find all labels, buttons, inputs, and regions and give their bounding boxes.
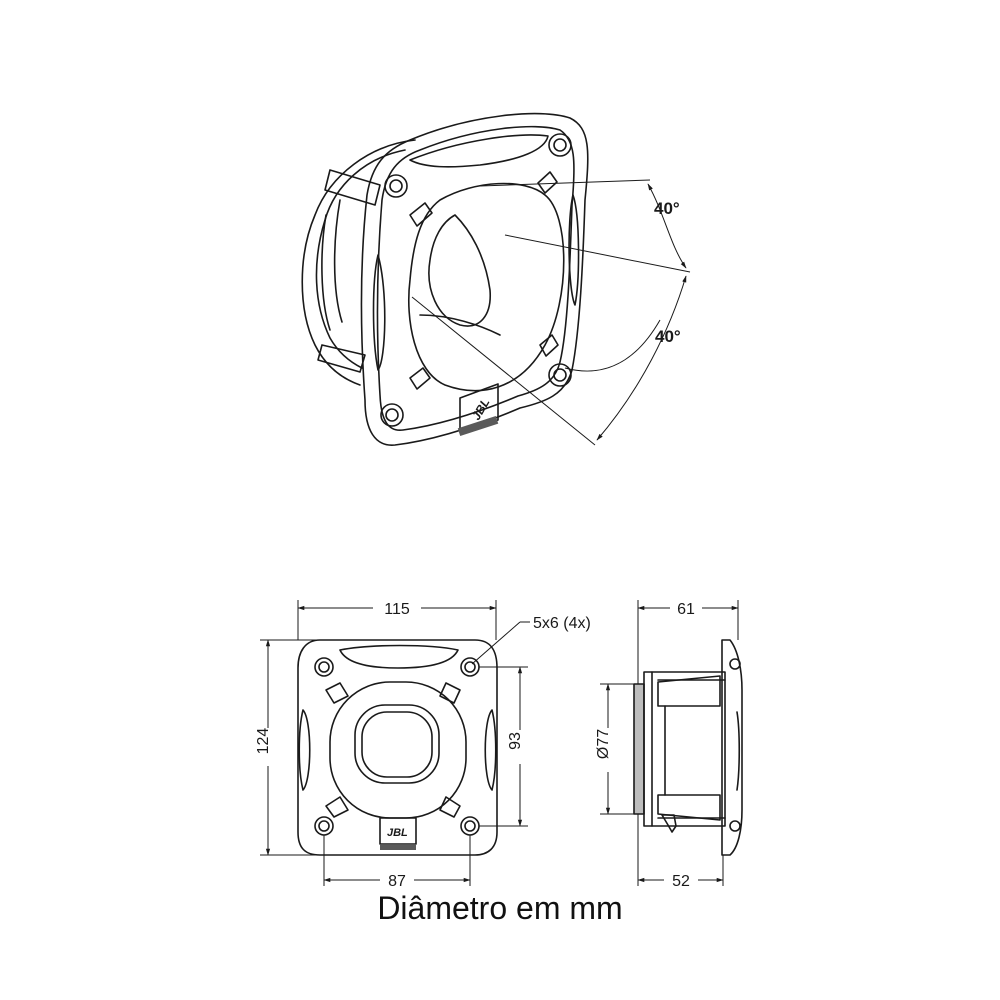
dim-width: 115	[384, 601, 410, 618]
dim-hole-note: 5x6 (4x)	[533, 615, 591, 632]
isometric-view: JBL 40° 40°	[301, 112, 691, 446]
front-view: JBL 115 124 93 87 5x6 (4x)	[255, 600, 591, 890]
dim-diameter: Ø77	[595, 729, 612, 759]
front-brand-badge: JBL	[379, 817, 417, 850]
front-flange	[360, 112, 589, 446]
dim-total-depth: 61	[677, 601, 695, 618]
dim-hole-spacing-horizontal: 87	[388, 873, 406, 890]
caption: Diâmetro em mm	[377, 890, 623, 926]
angle-lower-label: 40°	[655, 327, 681, 346]
horn-mouth	[407, 182, 565, 392]
side-view: 61 52 Ø77	[595, 600, 743, 890]
front-flange-outline	[297, 639, 498, 856]
angle-upper-label: 40°	[654, 199, 680, 218]
dim-height: 124	[255, 728, 272, 755]
side-flange	[721, 639, 743, 856]
dim-hole-spacing-vertical: 93	[507, 732, 524, 750]
dim-body-depth: 52	[672, 873, 690, 890]
brand-logo-front: JBL	[387, 827, 408, 839]
brand-badge: JBL	[457, 383, 499, 436]
